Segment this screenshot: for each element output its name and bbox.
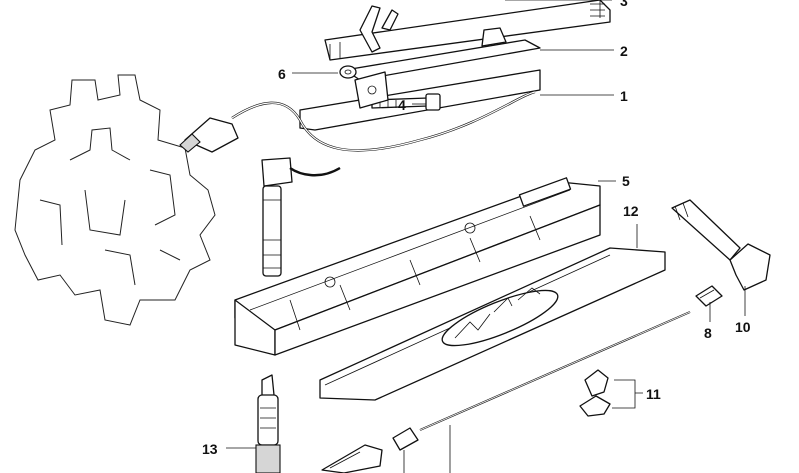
part-10-lead-right	[671, 199, 771, 291]
part-1-sensor-cable	[179, 90, 536, 153]
callout-13: 13	[202, 441, 218, 457]
callout-5: 5	[622, 173, 630, 189]
bracket-clip	[354, 71, 389, 109]
callout-12: 12	[623, 203, 639, 219]
callout-11: 11	[646, 386, 661, 402]
callout-1: 1	[620, 88, 628, 104]
ignition-rod	[419, 311, 691, 431]
part-8-connector	[695, 285, 723, 307]
part-5-coil-tray	[234, 177, 601, 356]
callout-8: 8	[704, 325, 712, 341]
cover-logo-emblem	[441, 287, 559, 347]
leader-lines	[226, 0, 746, 473]
callout-3: 3	[620, 0, 628, 9]
callout-10: 10	[735, 319, 751, 335]
part-3-rail	[324, 0, 611, 61]
bottom-connector	[392, 427, 419, 451]
part-11-clips	[579, 369, 611, 417]
callout-6: 6	[278, 66, 286, 82]
part-6-nut	[339, 65, 357, 79]
bottom-boot	[321, 444, 383, 473]
ignition-lead-left	[261, 157, 341, 277]
engine-coil-outline	[14, 74, 216, 326]
part-13-spark-plug	[255, 374, 281, 473]
part-12-cover-plate	[319, 247, 666, 401]
callout-4: 4	[398, 97, 406, 113]
callout-2: 2	[620, 43, 628, 59]
